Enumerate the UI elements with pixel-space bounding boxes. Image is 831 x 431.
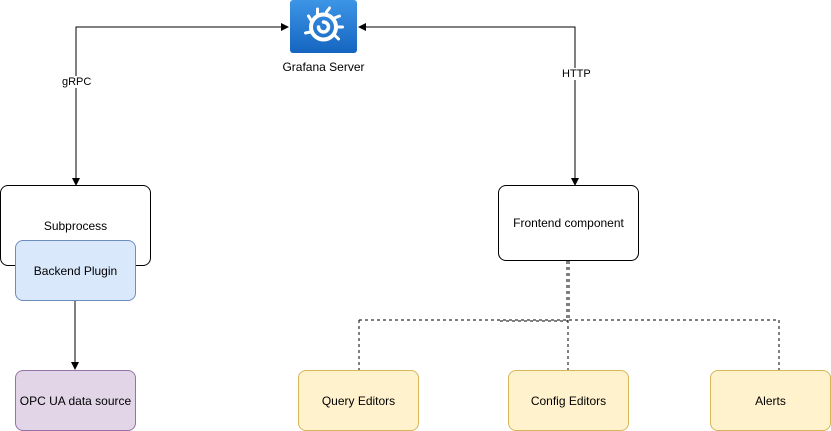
node-alerts: Alerts [710,370,831,431]
node-frontend-component-label: Frontend component [513,216,624,230]
node-backend-plugin: Backend Plugin [15,240,136,301]
edge-http [358,23,579,186]
edge-frontend-tree [358,261,780,370]
node-backend-plugin-label: Backend Plugin [33,263,118,278]
node-config-editors: Config Editors [508,370,629,431]
edge-label-grpc: gRPC [61,76,93,88]
node-alerts-label: Alerts [755,393,786,408]
node-subprocess-label: Subprocess [43,219,108,233]
grafana-server-label: Grafana Server [282,60,365,74]
edge-grpc [72,23,289,186]
node-query-editors-label: Query Editors [321,393,396,408]
node-query-editors: Query Editors [298,370,419,431]
node-opc-ua-data-source: OPC UA data source [15,370,136,431]
node-frontend-component: Frontend component [498,185,639,261]
grafana-logo-icon [290,0,357,53]
node-opc-ua-data-source-label: OPC UA data source [19,393,132,408]
node-config-editors-label: Config Editors [530,393,607,408]
edge-label-http: HTTP [561,68,592,80]
